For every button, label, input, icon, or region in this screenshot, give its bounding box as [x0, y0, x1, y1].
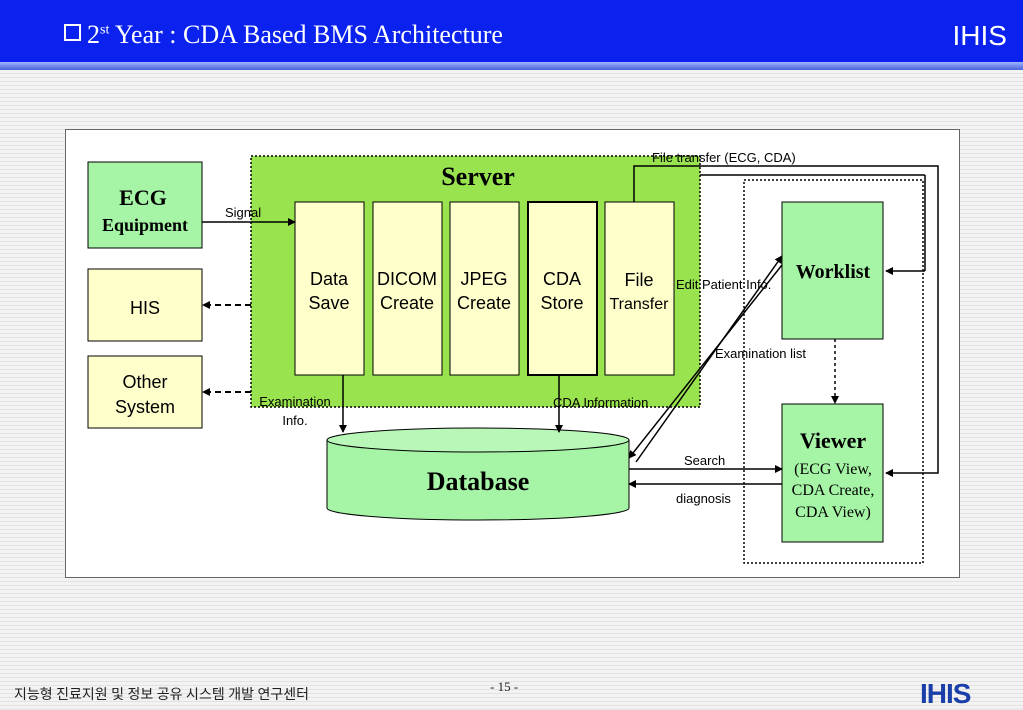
worklist-box: Worklist [781, 201, 884, 340]
viewer-line2: (ECG View, [794, 461, 872, 478]
ecg-equipment-box: ECG Equipment [87, 161, 203, 249]
examination-list-label: Examination list [715, 346, 806, 361]
module-file-transfer-line2: Transfer [610, 296, 670, 313]
footer-text: 지능형 진료지원 및 정보 공유 시스템 개발 연구센터 [14, 688, 309, 703]
worklist-label: Worklist [796, 261, 871, 283]
cda-information-label: CDA Information [553, 395, 648, 410]
module-cda-store-line2: Store [540, 293, 583, 313]
module-dicom-create-line1: DICOM [377, 269, 437, 289]
module-jpeg-create-line1: JPEG [460, 269, 507, 289]
his-box: HIS [87, 268, 203, 342]
signal-label: Signal [225, 205, 261, 220]
database-label: Database [427, 467, 530, 496]
file-transfer-label: File transfer (ECG, CDA) [652, 150, 796, 165]
module-file-transfer-line1: File [624, 270, 653, 290]
module-data-save: Data Save [294, 201, 365, 376]
title-superscript: st [100, 22, 110, 38]
viewer-line3: CDA Create, [792, 482, 875, 499]
diagnosis-label: diagnosis [676, 491, 731, 506]
database-cylinder: Database [326, 427, 630, 521]
other-system-box: Other System [87, 355, 203, 429]
his-label: HIS [130, 298, 160, 318]
module-dicom-create: DICOM Create [372, 201, 443, 376]
module-data-save-line1: Data [310, 269, 349, 289]
viewer-line4: CDA View) [795, 504, 871, 521]
system-label: System [115, 397, 175, 417]
client-region [743, 179, 924, 564]
worklist-to-db-arrow [628, 264, 783, 459]
ecg-label: ECG [119, 185, 167, 210]
module-jpeg-create: JPEG Create [449, 201, 520, 376]
checkbox-bullet-icon [64, 24, 81, 41]
module-data-save-line2: Save [308, 293, 349, 313]
search-label: Search [684, 453, 725, 468]
module-cda-store-line1: CDA [543, 269, 581, 289]
header-stripe [0, 62, 1023, 70]
page-title: 2st Year : CDA Based BMS Architecture [64, 20, 503, 50]
other-label: Other [122, 372, 167, 392]
module-jpeg-create-line2: Create [457, 293, 511, 313]
db-to-worklist-arrow [635, 255, 783, 463]
header-bar [0, 0, 1023, 62]
module-file-transfer: File Transfer [604, 201, 675, 376]
footer-logo: IHIS [920, 678, 971, 709]
examination-info-label-1: Examination [259, 394, 331, 409]
module-cda-store: CDA Store [527, 201, 598, 376]
examination-info-label-2: Info. [282, 413, 307, 428]
edit-patient-label: Edit Patient Info. [676, 277, 771, 292]
viewer-box: Viewer (ECG View, CDA Create, CDA View) [781, 403, 884, 543]
module-dicom-create-line2: Create [380, 293, 434, 313]
equipment-label: Equipment [102, 215, 188, 235]
title-prefix: 2 [87, 20, 100, 49]
viewer-label: Viewer [800, 428, 867, 453]
title-text: Year : CDA Based BMS Architecture [109, 20, 503, 49]
server-label: Server [441, 162, 515, 191]
file-transfer-outer-arrow [633, 165, 939, 477]
brand-label: IHIS [952, 20, 1007, 51]
page-number: - 15 - [490, 679, 519, 694]
